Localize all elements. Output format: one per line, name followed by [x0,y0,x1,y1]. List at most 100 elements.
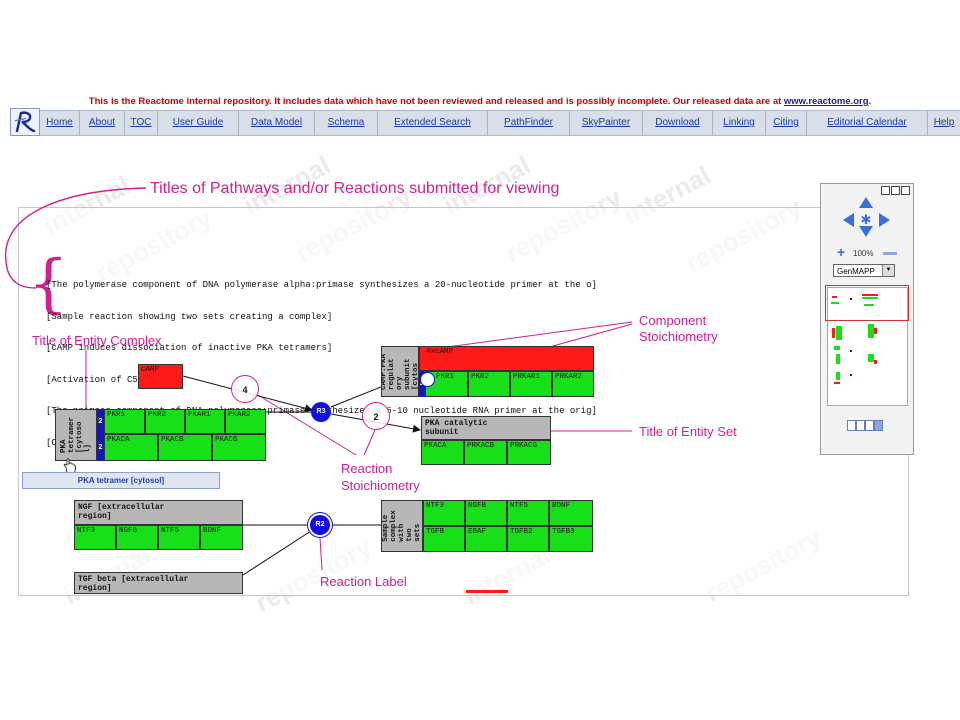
nav-schema[interactable]: Schema [315,111,378,135]
minimize-icon[interactable] [881,186,890,195]
nav-help[interactable]: Help [933,117,955,128]
nav-pathfinder[interactable]: PathFinder [488,111,570,135]
component-cell[interactable]: PRKAR1 [510,371,552,397]
submitted-title[interactable]: [The polymerase component of DNA polymer… [46,280,597,290]
component-cell[interactable]: NGFB [116,525,158,550]
titles-connector [4,187,147,289]
selected-entity-label[interactable]: PKA tetramer [cytosol] [22,472,220,489]
callout-component-stoich-1: Component [639,313,707,328]
reaction-stoich-4: 4 [231,375,259,403]
component-cell[interactable]: 4xcAMP [419,346,594,371]
pka-catalytic-title[interactable]: PKA catalytic subunit [421,416,551,440]
stoich-ring-icon [420,372,435,387]
callout-reaction-label: Reaction Label [320,574,407,589]
close-icon[interactable] [901,186,910,195]
component-cell[interactable]: PKACA [421,440,464,465]
component-cell[interactable]: BDNF [549,500,593,526]
component-cell[interactable]: PRKAR2 [552,371,594,397]
nav-about[interactable]: About [80,111,125,135]
component-cell[interactable]: PKR1 [104,409,145,434]
nav-extended-search[interactable]: Extended Search [378,111,488,135]
callout-entity-set: Title of Entity Set [639,424,737,439]
component-cell[interactable]: TGFB2 [507,526,549,552]
reaction-node-r3[interactable]: R3 [311,402,331,422]
callout-titles: Titles of Pathways and/or Reactions subm… [150,180,560,197]
sample-complex-label[interactable]: Sample complex with two sets [381,500,423,552]
component-cell[interactable]: NTF3 [74,525,116,550]
reactome-logo-icon [14,111,36,133]
submitted-title[interactable]: [Sample reaction showing two sets creati… [46,311,333,322]
entity-camp[interactable]: cAMP [138,364,183,389]
titles-brace-icon: { [28,247,69,321]
component-cell[interactable]: NGFB [465,500,507,526]
page-indicator[interactable] [847,420,856,431]
format-select[interactable]: GenMAPP ▼ [833,264,895,277]
component-cell[interactable]: TGFB [423,526,465,552]
pan-right-icon[interactable] [879,213,890,227]
format-select-value: GenMAPP [837,267,875,276]
component-cell[interactable]: PKACA [104,434,158,461]
component-cell[interactable]: PKAR2 [225,409,266,434]
banner-suffix: . [868,96,872,107]
pka-tetramer-stoich-bottom: 2 [97,434,104,461]
component-stoich-connector-1 [424,321,633,351]
overview-minimap[interactable] [827,287,908,406]
nav-download[interactable]: Download [643,111,713,135]
submitted-title[interactable]: [cAMP induces dissociation of inactive P… [46,343,333,353]
banner-text: This is the Reactome internal repository… [88,96,782,107]
pan-left-icon[interactable] [843,213,854,227]
nav-skypainter[interactable]: SkyPainter [570,111,643,135]
callout-reaction-stoich-1: Reaction [341,461,393,476]
component-cell[interactable]: TGFB3 [549,526,593,552]
component-cell[interactable]: NTF5 [507,500,549,526]
pan-center-icon[interactable]: ✱ [860,212,872,227]
component-cell[interactable]: PRKACB [464,440,507,465]
nav-user-guide[interactable]: User Guide [158,111,239,135]
page-indicator[interactable] [856,420,865,431]
component-cell[interactable]: EBAF [465,526,507,552]
nav-editorial-calendar[interactable]: Editorial Calendar [807,111,928,135]
zoom-out-icon[interactable] [883,252,897,255]
nav-home[interactable]: Home [40,111,80,135]
nav-citing[interactable]: Citing [766,111,807,135]
ngf-title[interactable]: NGF [extracellular region] [74,500,243,525]
component-cell[interactable]: PKACB [158,434,212,461]
zoom-level: 100% [853,249,874,258]
component-cell[interactable]: NTF3 [423,500,465,526]
reaction-stoich-2: 2 [362,402,390,430]
component-cell[interactable]: NTF5 [158,525,200,550]
zoom-in-icon[interactable]: + [837,244,846,260]
camp-pka-label[interactable]: cAMP:PKA regulat ory subunit [cytos [381,346,419,397]
overview-viewport[interactable] [825,285,909,321]
main-nav: Home About TOC User Guide Data Model Sch… [40,110,960,136]
chevron-down-icon: ▼ [882,265,894,276]
maximize-icon[interactable] [891,186,900,195]
canvas-scroll-marker [466,590,508,593]
hand-cursor-icon [63,458,77,474]
reactome-logo[interactable] [10,108,40,136]
page-indicator[interactable] [865,420,874,431]
component-cell[interactable]: PKR2 [145,409,185,434]
repository-banner: This is the Reactome internal repository… [0,96,960,107]
pka-tetramer-stoich-top: 2 [97,409,104,434]
pan-up-icon[interactable] [859,197,873,208]
callout-reaction-stoich-2: Stoichiometry [341,478,420,493]
component-cell[interactable]: PKR2 [468,371,510,397]
reaction-label-connector [319,537,323,571]
nav-data-model[interactable]: Data Model [239,111,315,135]
pan-down-icon[interactable] [859,226,873,237]
navigation-panel: ✱ + 100% GenMAPP ▼ [820,183,914,455]
component-cell[interactable]: PRKACG [507,440,551,465]
component-cell[interactable]: PKAR1 [185,409,225,434]
reaction-stoich-connector-1 [257,394,357,456]
submitted-title[interactable]: [Activation of C5] [46,374,144,385]
component-cell[interactable]: BDNF [200,525,243,550]
component-cell[interactable]: PKACG [212,434,266,461]
reaction-node-r2[interactable]: R2 [310,515,330,535]
nav-linking[interactable]: Linking [713,111,766,135]
nav-toc[interactable]: TOC [125,111,158,135]
reactome-link[interactable]: www.reactome.org [783,96,869,107]
page-indicator-active[interactable] [874,420,883,431]
pka-tetramer-label[interactable]: PKA tetramer [cytoso l] [55,409,97,461]
tgf-title[interactable]: TGF beta [extracellular region] [74,572,243,594]
